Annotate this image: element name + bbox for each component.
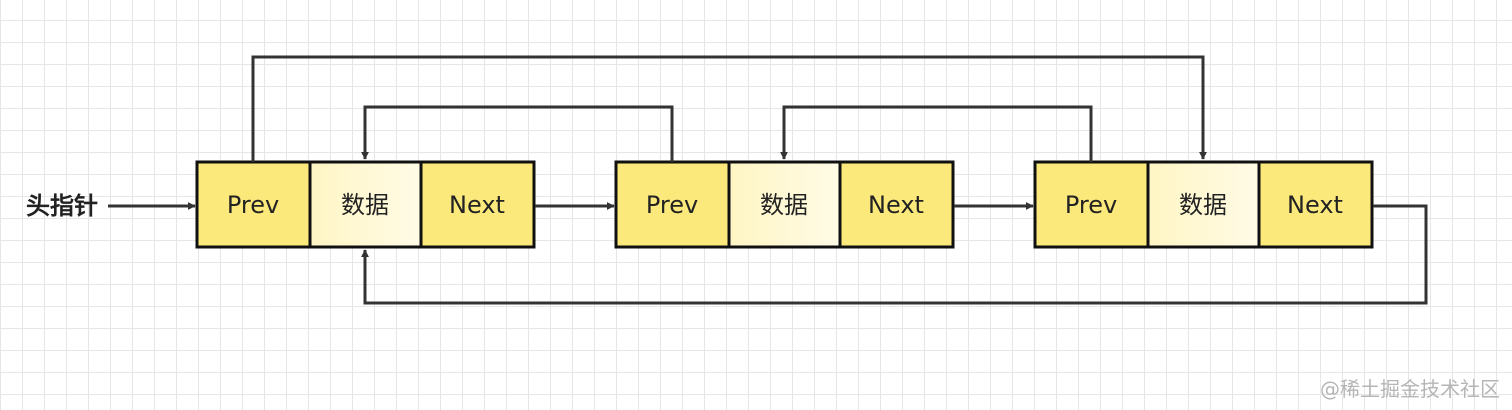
node-2: Prev 数据 Next [614, 160, 955, 249]
node-1: Prev 数据 Next [195, 160, 536, 249]
next-arrow-3-to-1-wrap [361, 204, 1428, 305]
node-3: Prev 数据 Next [1033, 160, 1374, 249]
node-3-prev-label: Prev [1065, 191, 1117, 219]
prev-arrow-1-to-3-wrap [251, 55, 1207, 162]
node-3-data-label: 数据 [1179, 191, 1227, 219]
node-1-data-cell [308, 160, 423, 249]
prev-arrow-3-to-2 [780, 105, 1093, 162]
node-3-next-label: Next [1287, 191, 1343, 219]
node-2-next-label: Next [868, 191, 924, 219]
node-1-next-cell [419, 160, 536, 249]
node-1-prev-label: Prev [227, 191, 279, 219]
watermark: @稀土掘金技术社区 [1320, 377, 1500, 401]
node-3-next-cell [1257, 160, 1374, 249]
node-2-next-cell [838, 160, 955, 249]
node-1-next-label: Next [449, 191, 505, 219]
node-1-data-label: 数据 [341, 191, 389, 219]
node-2-prev-label: Prev [646, 191, 698, 219]
node-2-data-label: 数据 [760, 191, 808, 219]
prev-arrow-2-to-1 [361, 105, 674, 162]
head-pointer-label: 头指针 [26, 192, 98, 220]
